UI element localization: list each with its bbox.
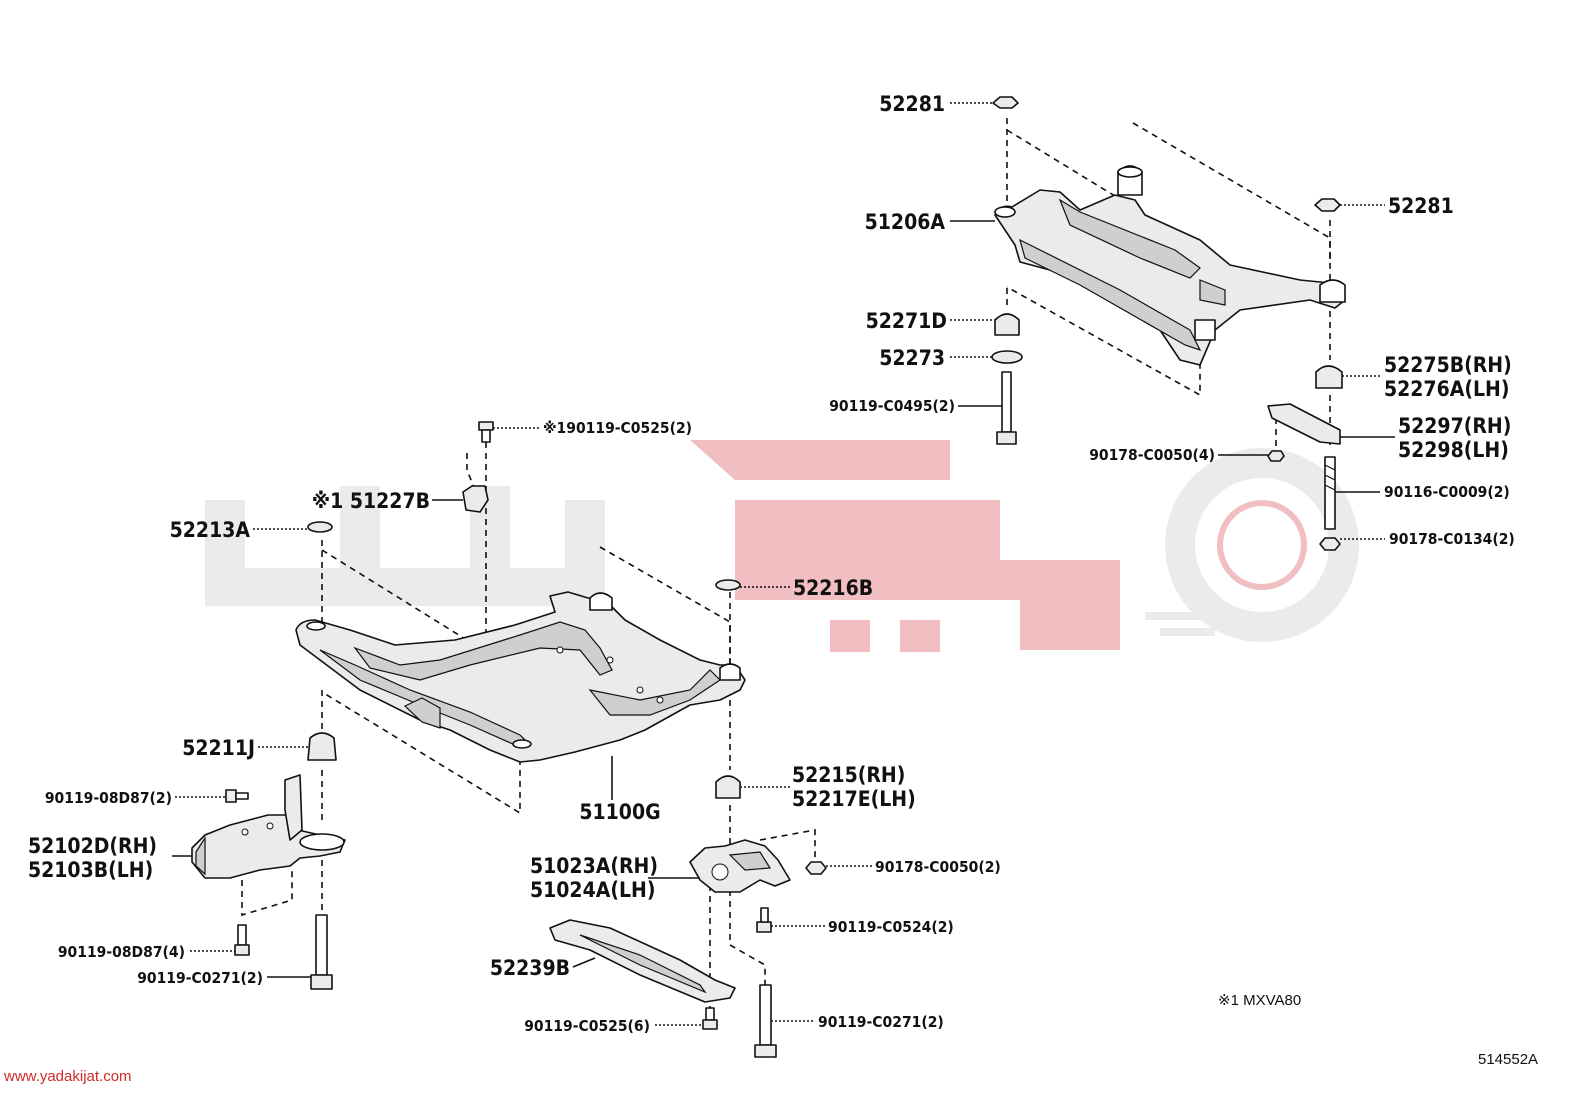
label-52297: 52297(RH) <box>1398 414 1511 438</box>
label-90119-C0271-left: 90119-C0271(2) <box>137 969 263 987</box>
label-90119-C0525-6: 90119-C0525(6) <box>524 1017 650 1035</box>
bracket-51023A <box>689 839 791 893</box>
diagram-id: 514552A <box>1478 1051 1538 1068</box>
engine-mount-52102D <box>191 774 346 879</box>
cushion-52275B <box>1315 365 1343 389</box>
label-51206A: 51206A <box>865 210 946 234</box>
bolt-90119-C0524 <box>756 907 772 933</box>
label-52102D: 52102D(RH) <box>28 834 157 858</box>
cushion-52211J <box>307 732 337 761</box>
label-52281-top: 52281 <box>879 92 945 116</box>
bolt-90119-08D87-lower <box>234 924 250 956</box>
label-52275B: 52275B(RH) <box>1384 353 1512 377</box>
rear-crossmember <box>994 165 1346 366</box>
label-52276A: 52276A(LH) <box>1384 377 1509 401</box>
label-52213A: 52213A <box>170 518 251 542</box>
leader-lines <box>172 102 1395 1026</box>
bolt-90119-C0271-right <box>754 984 777 1058</box>
label-52281-right: 52281 <box>1388 194 1454 218</box>
bolt-90119-C0525-top <box>478 421 494 443</box>
watermark-logo <box>205 440 1359 652</box>
bolt-90119-C0525-bottom <box>702 1007 718 1030</box>
label-90119-C0525-2: ※190119-C0525(2) <box>543 419 692 437</box>
label-52103B: 52103B(LH) <box>28 858 153 882</box>
label-90119-08D87-4: 90119-08D87(4) <box>58 943 185 961</box>
label-52216B: 52216B <box>793 576 873 600</box>
washer-52273 <box>991 350 1023 364</box>
label-51024A: 51024A(LH) <box>530 878 655 902</box>
label-51100G: 51100G <box>579 800 660 824</box>
rear-small-parts <box>991 96 1343 551</box>
part-labels: 52281 51206A 52281 52271D 52273 52275B(R… <box>28 92 1515 1035</box>
washer-52213A <box>307 521 333 533</box>
label-52217E: 52217E(LH) <box>792 787 916 811</box>
washer-52216B <box>715 579 741 591</box>
nut-90178-C0134 <box>1319 537 1341 551</box>
front-small-parts <box>191 421 827 1058</box>
label-90119-C0271-right: 90119-C0271(2) <box>818 1013 944 1031</box>
brace-52297 <box>1267 403 1341 445</box>
bracket-51227B <box>462 485 489 513</box>
label-90116-C0009: 90116-C0009(2) <box>1384 483 1510 501</box>
stud-90116-C0009 <box>1324 456 1336 530</box>
label-90178-C0050-2: 90178-C0050(2) <box>875 858 1001 876</box>
bolt-90119-C0495 <box>996 371 1017 445</box>
front-crossmember <box>295 591 746 763</box>
nut-90178-C0050-rear <box>1267 450 1285 462</box>
label-90119-C0524: 90119-C0524(2) <box>828 918 954 936</box>
cushion-52215 <box>715 775 741 799</box>
cushion-52271D <box>994 313 1020 336</box>
label-90119-08D87-2: 90119-08D87(2) <box>45 789 172 807</box>
nut-52281-right <box>1314 198 1341 212</box>
label-90178-C0134: 90178-C0134(2) <box>1389 530 1515 548</box>
nut-90178-C0050-front <box>805 861 827 875</box>
label-51227B: ※1 51227B <box>312 489 430 513</box>
label-52239B: 52239B <box>490 956 570 980</box>
label-52211J: 52211J <box>182 736 255 760</box>
label-90178-C0050-4: 90178-C0050(4) <box>1089 446 1215 464</box>
brace-52239B <box>549 919 736 1003</box>
label-52273: 52273 <box>879 346 945 370</box>
label-52215: 52215(RH) <box>792 763 905 787</box>
label-90119-C0495: 90119-C0495(2) <box>829 397 955 415</box>
nut-52281-top <box>992 96 1019 109</box>
bolt-90119-C0271-left <box>310 914 333 990</box>
label-51023A: 51023A(RH) <box>530 854 658 878</box>
label-52298: 52298(LH) <box>1398 438 1509 462</box>
footnote: ※1 MXVA80 <box>1218 992 1301 1009</box>
label-52271D: 52271D <box>866 309 947 333</box>
bolt-90119-08D87-upper <box>225 789 249 803</box>
watermark-url: www.yadakijat.com <box>3 1068 132 1085</box>
